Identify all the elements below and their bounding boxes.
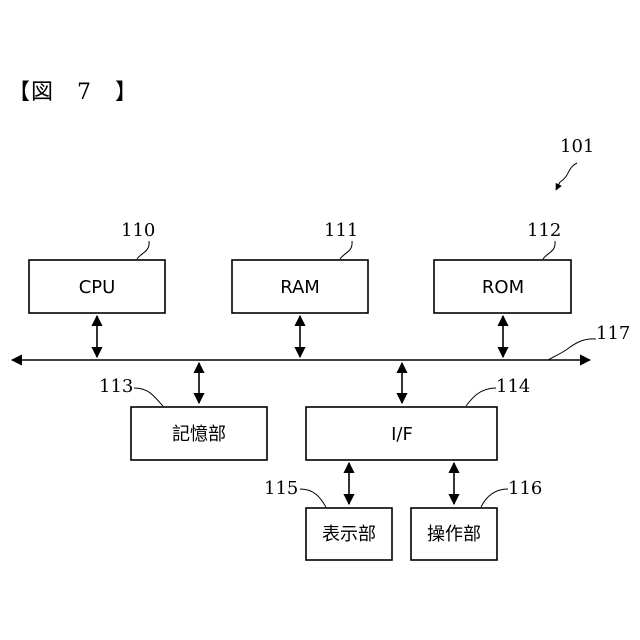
- system-ref-arrow: [556, 163, 577, 190]
- storage-ref-leader: [134, 388, 163, 406]
- operation-ref-leader: [481, 489, 508, 507]
- bus-ref-leader: [548, 339, 596, 360]
- rom-label: ROM: [482, 277, 524, 298]
- cpu-label: CPU: [79, 277, 116, 298]
- rom-ref-leader: [543, 241, 555, 259]
- display-ref-label: 115: [264, 478, 298, 499]
- ram-ref-label: 111: [324, 220, 358, 241]
- cpu-ref-leader: [137, 241, 149, 259]
- rom-ref-label: 112: [527, 220, 561, 241]
- display-ref-leader: [300, 489, 326, 507]
- system-ref-label: 101: [560, 136, 594, 157]
- cpu-ref-label: 110: [121, 220, 155, 241]
- storage-ref-label: 113: [99, 376, 133, 397]
- interface-ref-label: 114: [496, 376, 530, 397]
- interface-ref-leader: [466, 388, 496, 406]
- ram-label: RAM: [280, 277, 320, 298]
- storage-label: 記憶部: [172, 424, 226, 445]
- interface-label: I/F: [391, 424, 413, 445]
- display-label: 表示部: [322, 524, 376, 545]
- operation-ref-label: 116: [508, 478, 542, 499]
- ram-ref-leader: [340, 241, 352, 259]
- operation-label: 操作部: [427, 524, 481, 545]
- bus-ref-label: 117: [596, 323, 630, 344]
